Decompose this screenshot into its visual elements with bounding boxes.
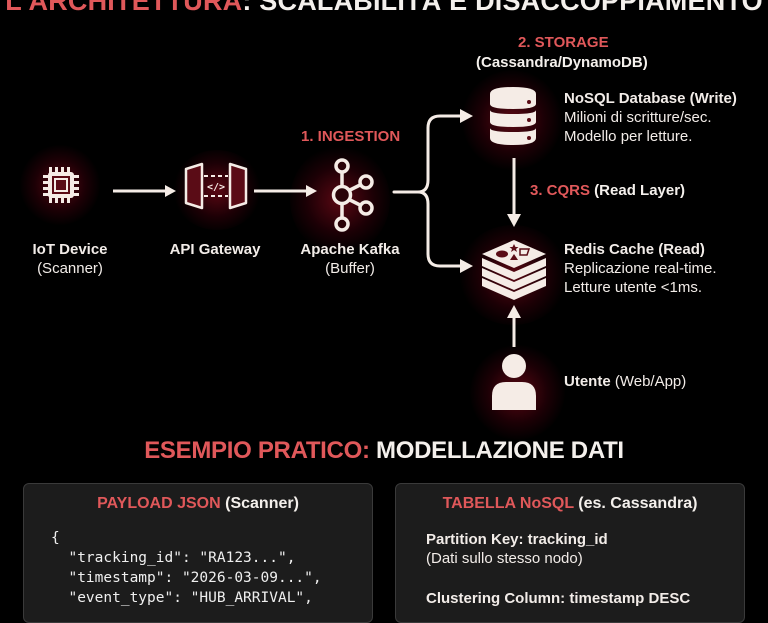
kafka-node-label: Apache Kafka (Buffer) [295,240,405,278]
redis-line1: Replicazione real-time. [564,260,717,277]
payload-panel-title: PAYLOAD JSON (Scanner) [24,495,372,513]
redis-icon [482,240,546,300]
iot-node-label: IoT Device (Scanner) [15,240,125,278]
clustering-column: Clustering Column: timestamp DESC [426,590,691,607]
step-storage-label: 2. STORAGE [518,34,609,51]
arrow-iot-to-gateway [113,185,176,197]
kafka-icon [331,158,374,232]
database-icon [490,87,536,145]
cqrs-accent: 3. CQRS [530,182,591,199]
step-cqrs-label: 3. CQRS (Read Layer) [530,182,685,199]
partition-note: (Dati sullo stesso nodo) [426,550,583,567]
user-name: Utente [564,373,611,390]
kafka-name: Apache Kafka [300,241,400,258]
arrow-kafka-branch [392,109,473,273]
page-title-rest: : SCALABILITÀ E DISACCOPPIAMENTO [242,0,763,16]
user-icon [492,354,536,410]
code-line: { [51,530,60,546]
step-ingestion-label: 1. INGESTION [301,128,401,145]
redis-description: Redis Cache (Read) Replicazione real-tim… [564,240,717,297]
example-title-rest: MODELLAZIONE DATI [369,437,624,464]
page-title-accent: L'ARCHITETTURA [5,0,243,16]
api-gateway-icon: </> [184,162,248,210]
iot-name: IoT Device [32,241,108,258]
payload-title-rest: (Scanner) [220,495,299,512]
table-panel-title: TABELLA NoSQL (es. Cassandra) [396,495,744,513]
partition-key-block: Partition Key: tracking_id (Dati sullo s… [426,530,608,568]
storage-sub-label: (Cassandra/DynamoDB) [476,54,648,71]
partition-key: Partition Key: tracking_id [426,531,608,548]
arrow-gateway-to-kafka [254,185,317,197]
nosql-table-panel: TABELLA NoSQL (es. Cassandra) Partition … [395,483,745,623]
code-line: "event_type": "HUB_ARRIVAL", [51,590,313,606]
kafka-sub: (Buffer) [325,260,375,277]
code-line: "tracking_id": "RA123...", [51,550,296,566]
user-description: Utente (Web/App) [564,372,686,391]
payload-title-accent: PAYLOAD JSON [97,495,221,512]
page-title: L'ARCHITETTURA: SCALABILITÀ E DISACCOPPI… [0,0,768,17]
nosql-line2: Modello per letture. [564,128,693,145]
svg-text:</>: </> [207,182,225,193]
code-line: "timestamp": "2026-03-09...", [51,570,322,586]
gateway-node-label: API Gateway [160,240,270,259]
arrow-db-to-redis [507,158,521,227]
payload-json-panel: PAYLOAD JSON (Scanner) { "tracking_id": … [23,483,373,623]
example-section-title: ESEMPIO PRATICO: MODELLAZIONE DATI [0,437,768,465]
gateway-name: API Gateway [169,241,261,258]
redis-line2: Letture utente <1ms. [564,279,703,296]
cqrs-rest: (Read Layer) [590,182,686,199]
table-title-rest: (es. Cassandra) [573,495,698,512]
table-title-accent: TABELLA NoSQL [442,495,574,512]
nosql-description: NoSQL Database (Write) Milioni di scritt… [564,89,737,146]
user-sub: (Web/App) [610,373,687,390]
redis-title: Redis Cache (Read) [564,241,705,258]
iot-sub: (Scanner) [37,260,103,277]
chip-icon [43,167,79,203]
nosql-title: NoSQL Database (Write) [564,90,737,107]
nosql-line1: Milioni di scritture/sec. [564,109,712,126]
payload-code-block: { "tracking_id": "RA123...", "timestamp"… [51,528,322,608]
arrow-user-to-redis [507,305,521,347]
example-title-accent: ESEMPIO PRATICO: [144,437,370,464]
